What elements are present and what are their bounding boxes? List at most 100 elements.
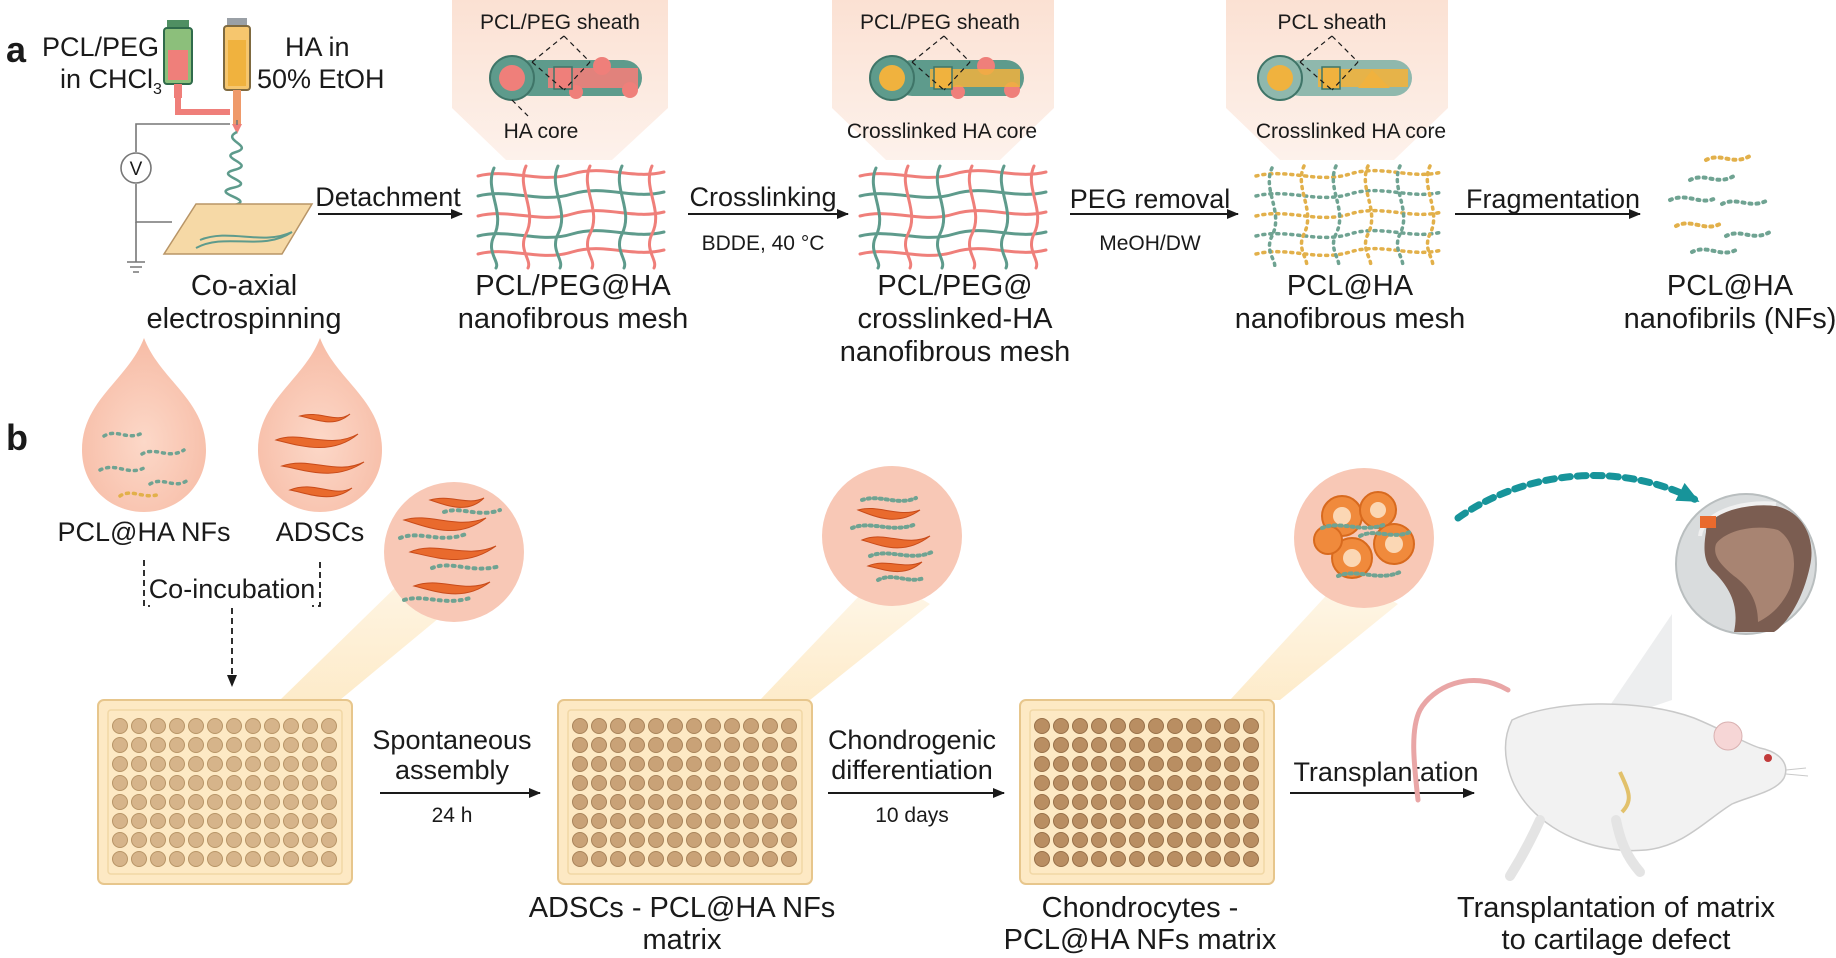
well	[283, 851, 299, 867]
well	[1053, 832, 1069, 848]
well	[112, 775, 128, 791]
well	[1167, 813, 1183, 829]
well	[1167, 775, 1183, 791]
well	[1224, 718, 1240, 734]
well	[1186, 851, 1202, 867]
well	[1224, 851, 1240, 867]
well	[150, 775, 166, 791]
fibrils-caption-1: PCL@HA	[1667, 270, 1794, 302]
well	[169, 832, 185, 848]
well	[1148, 794, 1164, 810]
drop-adscs-icon	[258, 338, 382, 512]
well	[150, 813, 166, 829]
well	[1243, 756, 1259, 772]
well	[131, 832, 147, 848]
well	[321, 794, 337, 810]
well	[743, 832, 759, 848]
well	[610, 794, 626, 810]
well	[188, 775, 204, 791]
well	[188, 851, 204, 867]
well	[629, 813, 645, 829]
well	[207, 718, 223, 734]
well	[743, 851, 759, 867]
well	[1034, 737, 1050, 753]
well	[188, 832, 204, 848]
well	[150, 832, 166, 848]
well	[264, 718, 280, 734]
well	[169, 794, 185, 810]
nanofibrous-mesh-3-icon	[1254, 164, 1444, 270]
well	[629, 756, 645, 772]
inset-fiber-crosslinked: PCL/PEG sheath Crosslinked HA core	[832, 0, 1054, 160]
well	[1053, 851, 1069, 867]
well	[610, 756, 626, 772]
well	[245, 737, 261, 753]
well	[648, 851, 664, 867]
well	[591, 718, 607, 734]
well	[283, 737, 299, 753]
step1-caption-2: electrospinning	[146, 303, 341, 335]
well	[283, 718, 299, 734]
well	[610, 813, 626, 829]
well	[1186, 794, 1202, 810]
mesh1-core-label: HA core	[504, 120, 579, 143]
well	[188, 718, 204, 734]
well	[1148, 832, 1164, 848]
well	[667, 813, 683, 829]
well	[1129, 756, 1145, 772]
arrow4-top-label: Fragmentation	[1466, 184, 1640, 214]
well	[283, 775, 299, 791]
well	[112, 813, 128, 829]
b-arrow2-top-1: Chondrogenic	[828, 725, 996, 755]
well	[1053, 794, 1069, 810]
well	[245, 718, 261, 734]
well	[1224, 737, 1240, 753]
well	[1091, 756, 1107, 772]
well	[1129, 794, 1145, 810]
deposited-fiber-icon	[195, 231, 293, 249]
well	[150, 794, 166, 810]
well	[169, 813, 185, 829]
well	[112, 832, 128, 848]
mesh3-caption-1: PCL@HA	[1287, 270, 1414, 302]
well	[302, 756, 318, 772]
well	[686, 737, 702, 753]
well	[686, 718, 702, 734]
well	[591, 832, 607, 848]
well-plate-3	[1019, 699, 1275, 885]
well	[610, 851, 626, 867]
implant-matrix-icon	[1700, 516, 1716, 528]
well	[1224, 832, 1240, 848]
well	[1110, 794, 1126, 810]
syringe-right-label-1: HA in	[285, 32, 350, 62]
rat-icon	[1411, 678, 1809, 881]
well	[1053, 718, 1069, 734]
wells-grid-2	[572, 718, 797, 867]
well	[1167, 832, 1183, 848]
well	[667, 756, 683, 772]
coincubation-label: Co-incubation	[149, 574, 316, 604]
well	[1205, 737, 1221, 753]
arrow2-top-label: Crosslinking	[689, 182, 836, 212]
well	[1129, 851, 1145, 867]
coaxial-nozzle-icon	[175, 98, 242, 134]
magnified-chondrocytes-icon	[1294, 468, 1434, 608]
well	[1129, 832, 1145, 848]
well	[112, 794, 128, 810]
well	[781, 794, 797, 810]
well	[207, 737, 223, 753]
well	[724, 737, 740, 753]
b-arrow2-bottom: 10 days	[875, 804, 949, 827]
well	[1205, 832, 1221, 848]
well	[610, 832, 626, 848]
well	[1053, 813, 1069, 829]
syringe-left-label-2: in CHCl3	[60, 64, 162, 98]
well	[1243, 737, 1259, 753]
well	[1110, 832, 1126, 848]
well	[226, 813, 242, 829]
well	[150, 851, 166, 867]
fibrils-caption-2: nanofibrils (NFs)	[1624, 303, 1836, 335]
well	[169, 851, 185, 867]
well	[131, 775, 147, 791]
